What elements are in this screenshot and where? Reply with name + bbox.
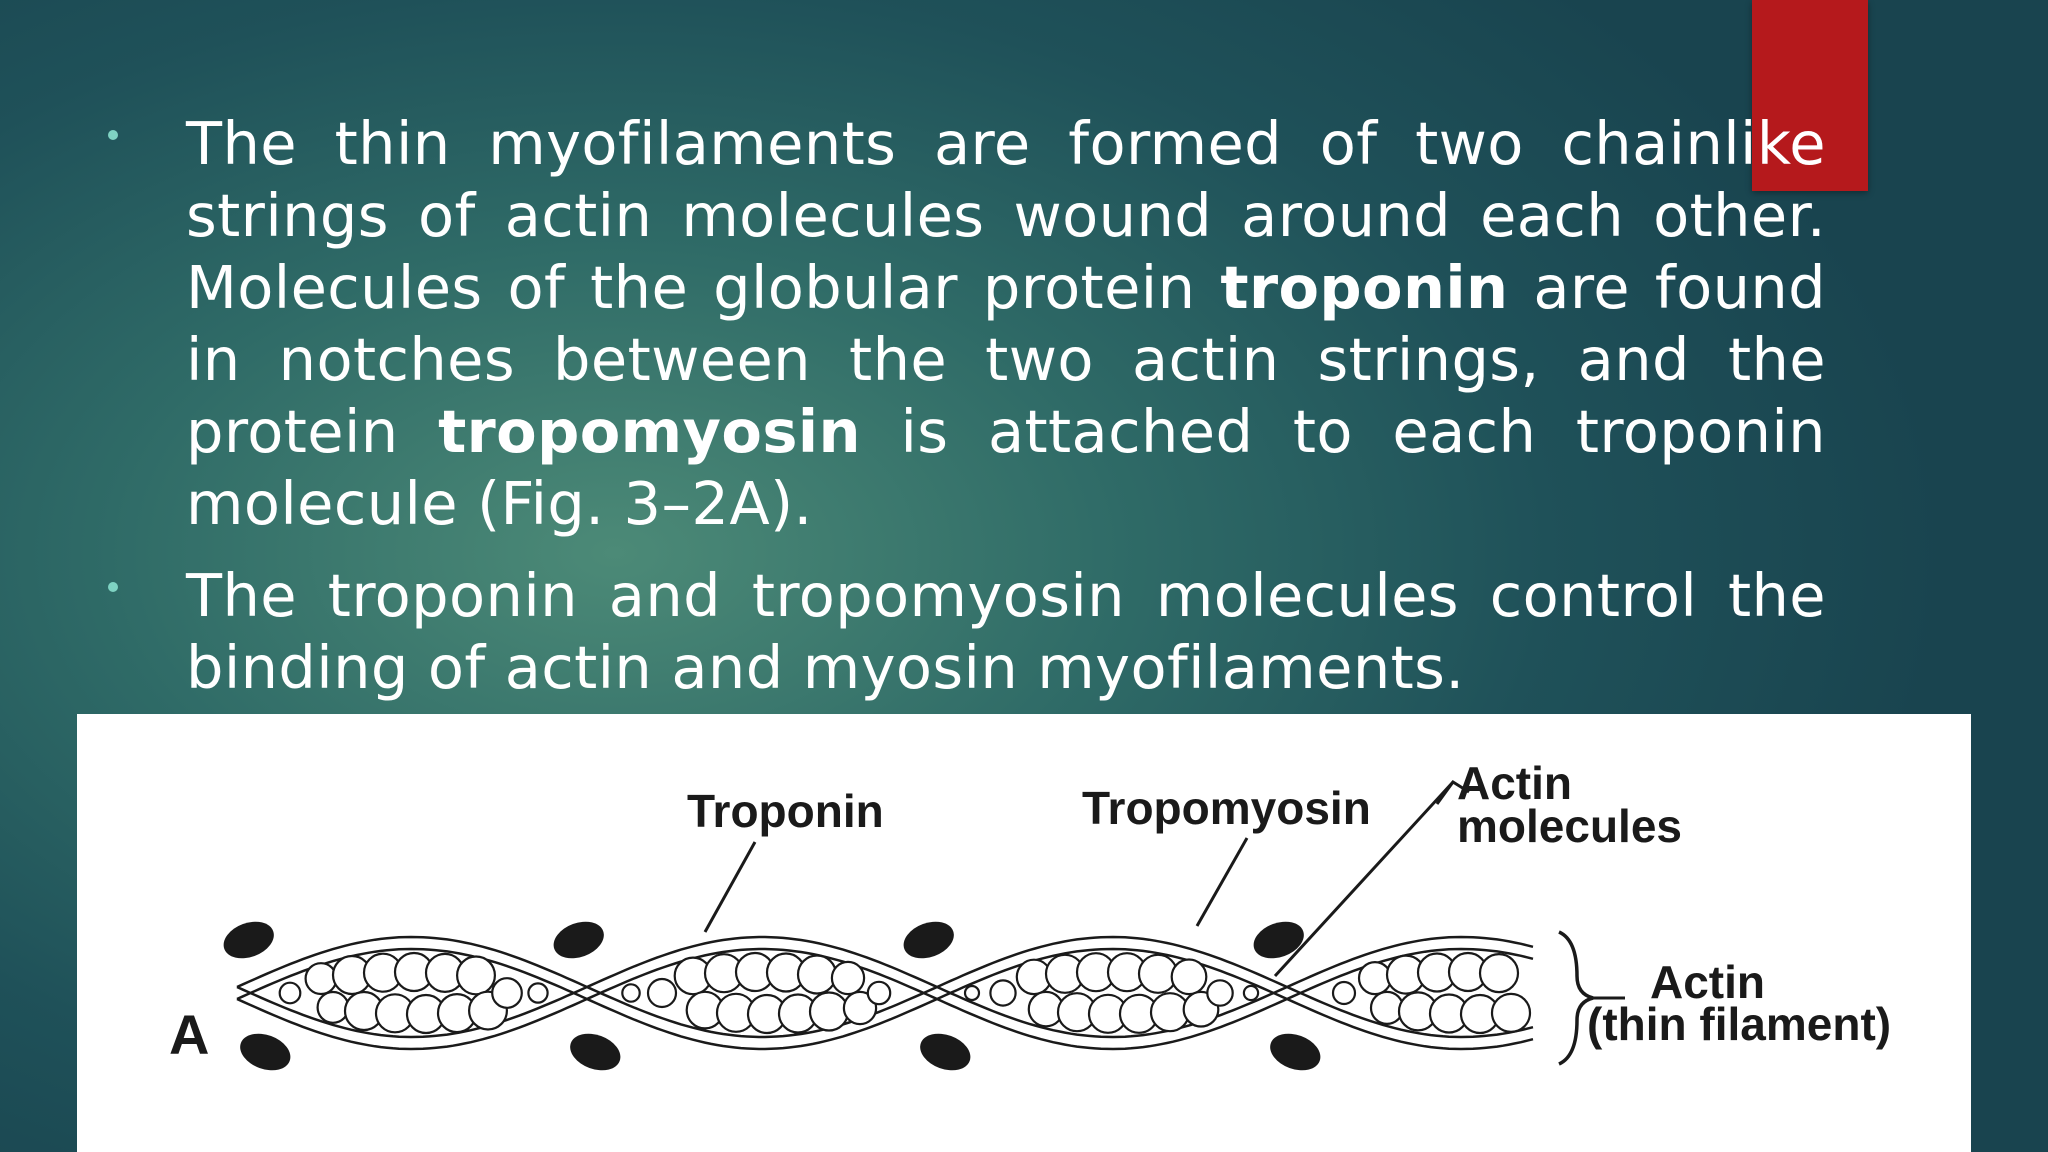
bullet-segment: is attached to each troponin molecule (F… [186, 397, 1826, 538]
troponin-blob [920, 1033, 971, 1071]
actin-molecule [304, 962, 338, 996]
bullet-item: The thin myofilaments are formed of two … [106, 108, 1826, 540]
actin-molecule [316, 990, 350, 1024]
actin-molecule [456, 955, 497, 996]
troponin-blob [903, 921, 954, 959]
thin-filament-figure: A Troponin Tropomyosin Actin molecules A… [77, 714, 1971, 1152]
bullet-list: The thin myofilaments are formed of two … [106, 108, 1826, 724]
actin-strands [236, 935, 1534, 1051]
bullet-item: The troponin and tropomyosin molecules c… [106, 560, 1826, 704]
actin-molecule [963, 984, 981, 1002]
actin-molecule [278, 981, 302, 1005]
accent-tab [1752, 0, 1868, 191]
troponin-blob [223, 921, 274, 959]
troponin-leader [703, 841, 757, 933]
bullet-segment: The troponin and tropomyosin molecules c… [186, 561, 1826, 702]
label-tropomyosin: Tropomyosin [1082, 782, 1371, 834]
label-thin-filament: (thin filament) [1587, 998, 1891, 1050]
actin-molecules-leader [1273, 780, 1455, 978]
label-actin-molecules-line1: Actin [1457, 757, 1572, 809]
bullet-icon [108, 582, 118, 592]
actin-molecule [1206, 979, 1234, 1007]
actin-molecule [1369, 990, 1405, 1025]
label-troponin: Troponin [687, 785, 884, 837]
troponin-blob [553, 921, 604, 959]
bullet-segment: are found in notches between the two act… [186, 253, 1827, 466]
actin-molecule [1242, 984, 1260, 1002]
bullet-segment: The thin myofilaments are formed of two … [186, 109, 1826, 322]
actin-molecules [278, 951, 1532, 1035]
label-actin-molecules-line2: molecules [1457, 800, 1682, 852]
panel-letter: A [169, 1003, 209, 1066]
troponin-blobs [223, 921, 1321, 1071]
term-troponin: troponin [1220, 253, 1509, 322]
actin-molecule [621, 983, 641, 1003]
actin-strand [236, 935, 1534, 1039]
actin-molecule [796, 954, 838, 995]
tropomyosin-leader [1195, 837, 1249, 927]
actin-molecule [1331, 980, 1357, 1006]
actin-molecules-leader-tick [1435, 779, 1470, 805]
troponin-blob [1253, 921, 1304, 959]
actin-molecule [1170, 958, 1208, 996]
troponin-blob [240, 1033, 291, 1071]
bullet-icon [108, 130, 118, 140]
bullet-text: The thin myofilaments are formed of two … [186, 108, 1826, 540]
troponin-blob [1270, 1033, 1321, 1071]
actin-molecule [1490, 992, 1532, 1033]
actin-strand [236, 935, 1534, 1039]
label-actin: Actin [1650, 956, 1765, 1008]
actin-molecule [1357, 961, 1393, 996]
actin-strand [236, 947, 1534, 1051]
actin-molecule [1478, 953, 1520, 994]
actin-molecule [491, 977, 523, 1009]
actin-molecule [866, 980, 892, 1006]
troponin-blob [570, 1033, 621, 1071]
thin-filament-diagram: A Troponin Tropomyosin Actin molecules A… [169, 757, 1891, 1071]
actin-molecule [830, 960, 866, 996]
actin-molecule [646, 977, 678, 1009]
bullet-text: The troponin and tropomyosin molecules c… [186, 560, 1826, 704]
actin-molecule [808, 991, 850, 1032]
actin-molecule [842, 990, 878, 1026]
actin-molecule [989, 979, 1017, 1007]
actin-molecule [527, 982, 549, 1004]
term-tropomyosin: tropomyosin [438, 397, 861, 466]
actin-strand [236, 947, 1534, 1051]
